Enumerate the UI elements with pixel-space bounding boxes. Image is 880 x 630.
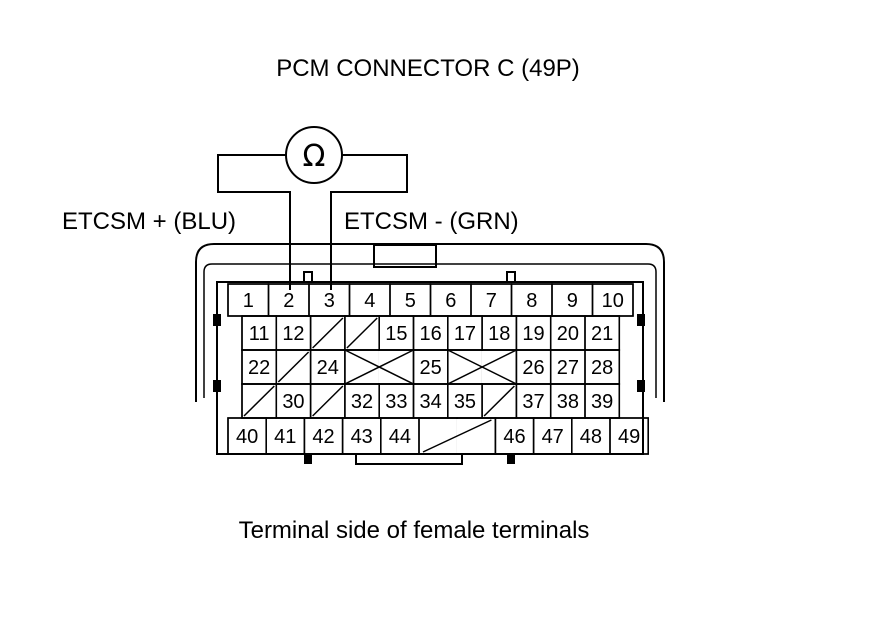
diagram-title: PCM CONNECTOR C (49P) xyxy=(276,55,580,82)
bottom-notch xyxy=(304,454,312,464)
terminal-number: 44 xyxy=(389,426,411,448)
terminal-number: 18 xyxy=(488,323,510,345)
terminal-number: 11 xyxy=(249,323,270,345)
terminal-number: 24 xyxy=(317,357,339,379)
terminal-number: 39 xyxy=(591,391,613,413)
terminal-number: 4 xyxy=(364,290,375,312)
ohmmeter-circle xyxy=(285,126,343,184)
ohm-symbol: Ω xyxy=(303,139,326,174)
terminal-number: 42 xyxy=(312,426,334,448)
blank-cavity-mark xyxy=(422,419,492,453)
wire-label-positive: ETCSM + (BLU) xyxy=(62,208,236,235)
terminal-number: 1 xyxy=(243,290,254,312)
terminal-cavity xyxy=(609,417,649,455)
terminal-number: 17 xyxy=(454,323,476,345)
guide-notch xyxy=(303,271,313,283)
terminal-number: 6 xyxy=(445,290,456,312)
ohmmeter: Ω xyxy=(217,126,408,290)
blank-cavity-mark xyxy=(483,385,515,417)
blank-cavity-mark xyxy=(346,317,378,349)
blank-cavity-mark xyxy=(312,317,344,349)
blank-cavity xyxy=(344,349,380,385)
blank-cavity-mark xyxy=(277,351,310,383)
test-lead-positive xyxy=(217,154,291,290)
latch-tab xyxy=(373,244,437,268)
terminal-number: 25 xyxy=(420,357,442,379)
terminal-number: 20 xyxy=(557,323,579,345)
terminal-number: 10 xyxy=(602,290,624,312)
terminal-number: 5 xyxy=(405,290,416,312)
terminal-number: 48 xyxy=(580,426,602,448)
caption: Terminal side of female terminals xyxy=(239,517,590,544)
terminal-number: 41 xyxy=(274,426,296,448)
terminal-number: 16 xyxy=(420,323,442,345)
terminal-number: 46 xyxy=(503,426,525,448)
test-lead-negative xyxy=(330,154,408,290)
bottom-key xyxy=(355,454,463,465)
terminal-number: 28 xyxy=(591,357,613,379)
side-lock xyxy=(637,314,645,326)
terminal-number: 32 xyxy=(351,391,373,413)
terminal-number: 27 xyxy=(557,357,579,379)
blank-cavity-mark xyxy=(344,349,414,385)
blank-cavity xyxy=(447,349,483,385)
terminal-number: 21 xyxy=(591,323,613,345)
blank-cavity-mark xyxy=(243,385,275,417)
terminal-number: 26 xyxy=(522,357,544,379)
terminal-number: 9 xyxy=(567,290,578,312)
terminal-number: 12 xyxy=(282,323,304,345)
terminal-number: 47 xyxy=(542,426,564,448)
terminal-number: 22 xyxy=(248,357,270,379)
blank-cavity xyxy=(418,417,458,455)
terminal-number: 37 xyxy=(522,391,544,413)
wire-label-negative: ETCSM - (GRN) xyxy=(344,208,519,235)
terminal-number: 8 xyxy=(526,290,537,312)
terminal-number: 38 xyxy=(557,391,579,413)
terminal-number: 15 xyxy=(385,323,407,345)
terminal-number: 7 xyxy=(486,290,497,312)
terminal-number: 35 xyxy=(454,391,476,413)
terminal-number: 19 xyxy=(522,323,544,345)
bottom-notch xyxy=(507,454,515,464)
side-lock xyxy=(637,380,645,392)
terminal-number: 43 xyxy=(351,426,373,448)
terminal-number: 33 xyxy=(385,391,407,413)
terminal-number: 34 xyxy=(420,391,442,413)
terminal-number: 49 xyxy=(618,426,640,448)
terminal-number: 30 xyxy=(282,391,304,413)
blank-cavity xyxy=(481,349,518,385)
blank-cavity xyxy=(456,417,497,455)
terminal-number: 40 xyxy=(236,426,258,448)
blank-cavity-mark xyxy=(447,349,517,385)
terminal-number: 2 xyxy=(283,290,294,312)
blank-cavity xyxy=(378,349,415,385)
guide-notch xyxy=(506,271,516,283)
terminal-number: 3 xyxy=(324,290,335,312)
blank-cavity-mark xyxy=(312,385,344,417)
